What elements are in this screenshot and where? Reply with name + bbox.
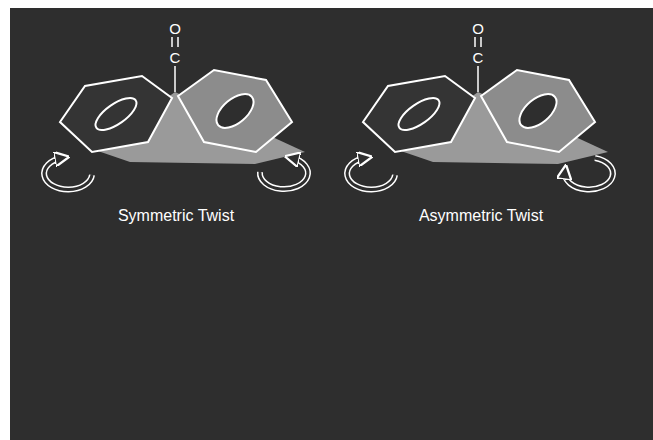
atom-label: O [472, 21, 484, 36]
atom-label: C [473, 50, 484, 65]
asymmetric-molecule [347, 37, 613, 189]
background [10, 8, 653, 440]
caption-label: Symmetric Twist [118, 208, 234, 224]
atom-label: O [169, 21, 181, 36]
symmetric-molecule [44, 37, 308, 189]
caption-label: Asymmetric Twist [419, 208, 543, 224]
atom-label: C [170, 50, 181, 65]
